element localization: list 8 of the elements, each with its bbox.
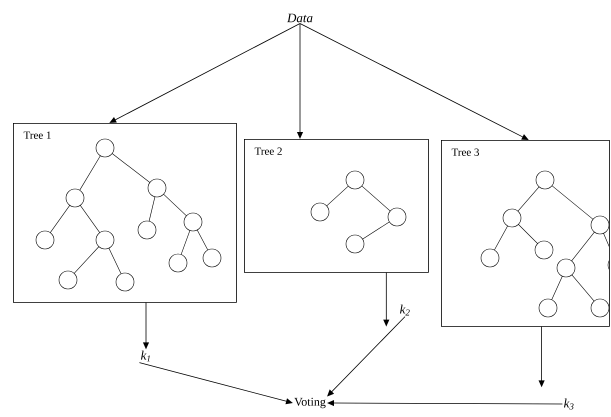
node-label: k$_{3}$ (564, 398, 574, 410)
node-label: Data (286, 14, 312, 22)
tree-box: Tree 1 (13, 123, 237, 303)
tree-box: Tree 2 (244, 139, 429, 273)
node-label: k$_{1}$ (141, 350, 150, 362)
node-label: k$_{2}$ (400, 304, 410, 316)
tree-box: Tree 3 (441, 140, 610, 327)
node-label: Voting (294, 398, 326, 408)
